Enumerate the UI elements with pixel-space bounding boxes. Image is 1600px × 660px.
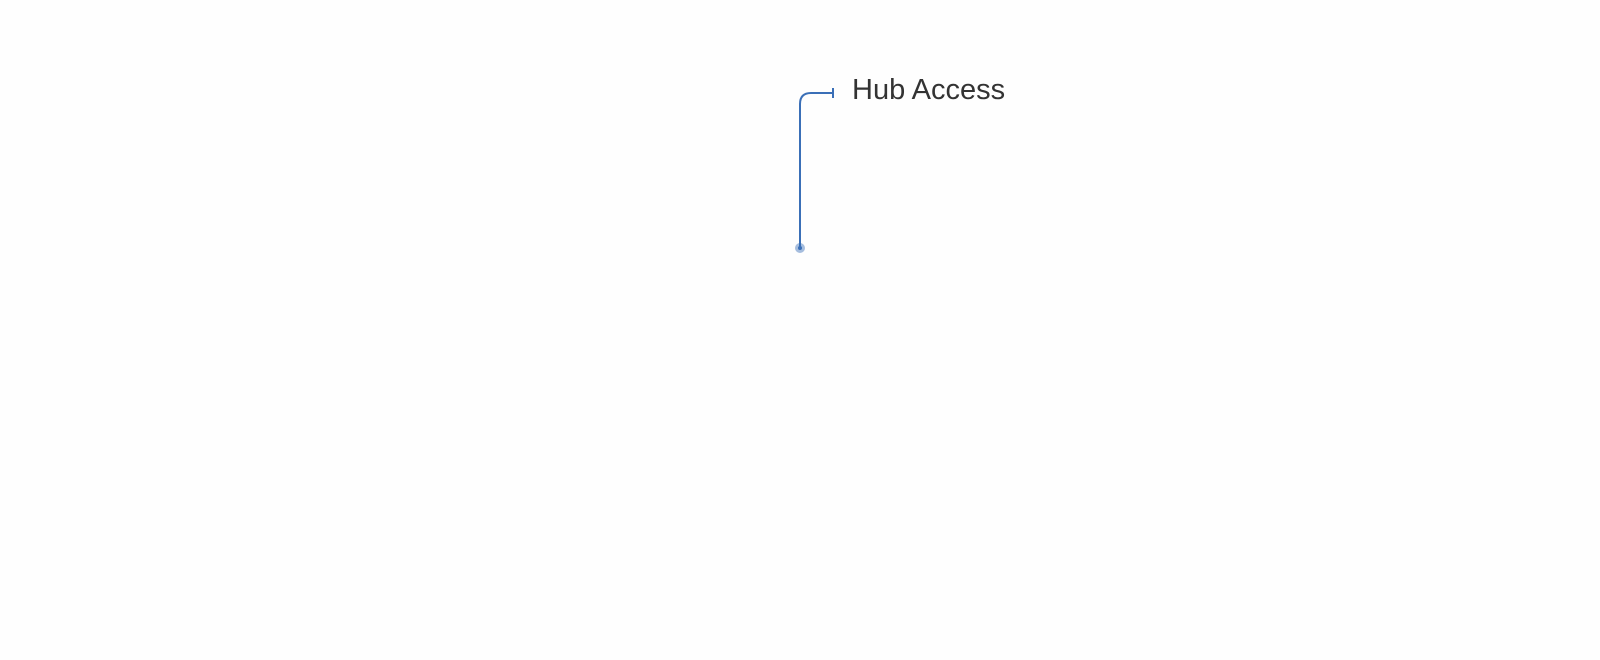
callout-label: Hub Access [852, 74, 1006, 106]
callout-line [799, 92, 833, 248]
anchor-point [798, 246, 802, 250]
